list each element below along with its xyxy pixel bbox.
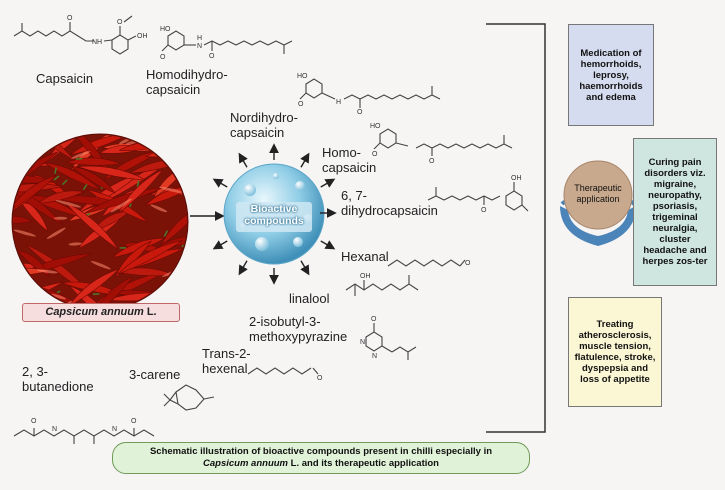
capsaicin-structure: O NH OH O <box>13 15 148 55</box>
caption: Schematic illustration of bioactive comp… <box>112 442 530 474</box>
caption-line-2: Capsicum annuum L. and its therapeutic a… <box>113 458 529 470</box>
radial-arrow <box>320 178 336 188</box>
atom-oh: OH <box>360 273 371 280</box>
radial-arrow <box>212 240 228 250</box>
label-nordihydrocapsaicin: Nordihydro- capsaicin <box>230 110 298 140</box>
atom-ho: HO <box>160 26 171 33</box>
atom-o: O <box>131 418 137 425</box>
bracket-line <box>486 23 546 433</box>
pyrazine-structure: N N O <box>360 316 417 360</box>
atom-o: O <box>357 109 363 116</box>
atom-o: O <box>298 101 304 108</box>
caption-line-1: Schematic illustration of bioactive comp… <box>149 446 493 457</box>
label-dihydrocapsaicin: 6, 7- dihydrocapsaicin <box>341 188 438 218</box>
atom-n: N <box>197 43 202 50</box>
atom-oh: OH <box>137 33 148 40</box>
atom-n: N <box>360 339 365 346</box>
hexanal-structure: O <box>387 259 471 267</box>
label-butanedione: 2, 3- butanedione <box>22 364 94 394</box>
atom-ho: HO <box>297 73 308 80</box>
atom-n: N <box>112 426 117 433</box>
atom-o: O <box>372 151 378 158</box>
radial-arrows <box>212 143 336 285</box>
therapy-box-1: Medication of hemorrhoids, leprosy, haem… <box>568 24 654 126</box>
species-name: Capsicum annuum <box>45 306 144 318</box>
label-carene: 3-carene <box>129 367 181 382</box>
bioactive-sphere-icon <box>223 163 325 265</box>
atom-o: O <box>117 19 123 26</box>
label-hexanal: Hexanal <box>341 249 389 264</box>
radial-arrow <box>238 152 248 168</box>
caption-rest: L. and its therapeutic application <box>288 458 439 469</box>
label-homodihydrocapsaicin: Homodihydro- capsaicin <box>146 67 228 97</box>
atom-o: O <box>67 15 73 22</box>
hexenal-structure: O <box>247 367 323 382</box>
label-linalool: linalool <box>289 291 330 306</box>
radial-arrow <box>320 240 336 250</box>
radial-arrow <box>212 178 228 188</box>
label-hexenal: Trans-2- hexenal <box>202 346 251 376</box>
species-label: Capsicum annuum L. <box>22 303 180 322</box>
atom-n: N <box>372 353 377 360</box>
atom-nh: NH <box>92 39 102 46</box>
atom-ho: HO <box>370 123 381 130</box>
nordihydrocapsaicin-structure: HO O H O <box>297 73 441 116</box>
atom-n: N <box>52 426 57 433</box>
therapy-box-3: Treating atherosclerosis, muscle tension… <box>568 297 662 407</box>
red-chilli-photo <box>11 133 189 311</box>
atom-h: H <box>336 99 341 106</box>
atom-o: O <box>160 54 166 61</box>
carene-structure <box>163 384 215 411</box>
bioactive-compounds-label: Bioactive compounds <box>244 203 304 227</box>
species-suffix: L. <box>143 306 157 318</box>
atom-oh: OH <box>511 175 522 182</box>
therapy-box-2: Curing pain disorders viz. migraine, neu… <box>633 138 717 286</box>
radial-arrow <box>238 260 248 276</box>
atom-h: H <box>197 35 202 42</box>
atom-o: O <box>209 53 215 60</box>
linalool-structure: OH <box>345 273 419 296</box>
atom-o: O <box>371 316 377 323</box>
label-pyrazine: 2-isobutyl-3- methoxypyrazine <box>249 314 348 344</box>
atom-o: O <box>429 158 435 165</box>
atom-o: O <box>31 418 37 425</box>
label-capsaicin: Capsaicin <box>36 71 94 86</box>
homocapsaicin-structure: HO O O <box>370 123 513 165</box>
radial-arrow <box>300 260 310 276</box>
atom-o: O <box>317 375 323 382</box>
label-homocapsaicin: Homo- capsaicin <box>322 145 377 175</box>
atom-o: O <box>465 260 471 267</box>
homodihydrocapsaicin-structure: HO O H N O <box>160 26 293 61</box>
caption-species: Capsicum annuum <box>203 458 289 469</box>
therapeutic-application-label: Therapeutic application <box>574 183 622 204</box>
atom-o: O <box>481 207 487 214</box>
butanedione-structure: O O N N <box>13 418 155 444</box>
dihydrocapsaicin-structure: O OH <box>427 175 529 214</box>
therapeutic-circle <box>563 160 633 230</box>
radial-arrow <box>300 152 310 168</box>
